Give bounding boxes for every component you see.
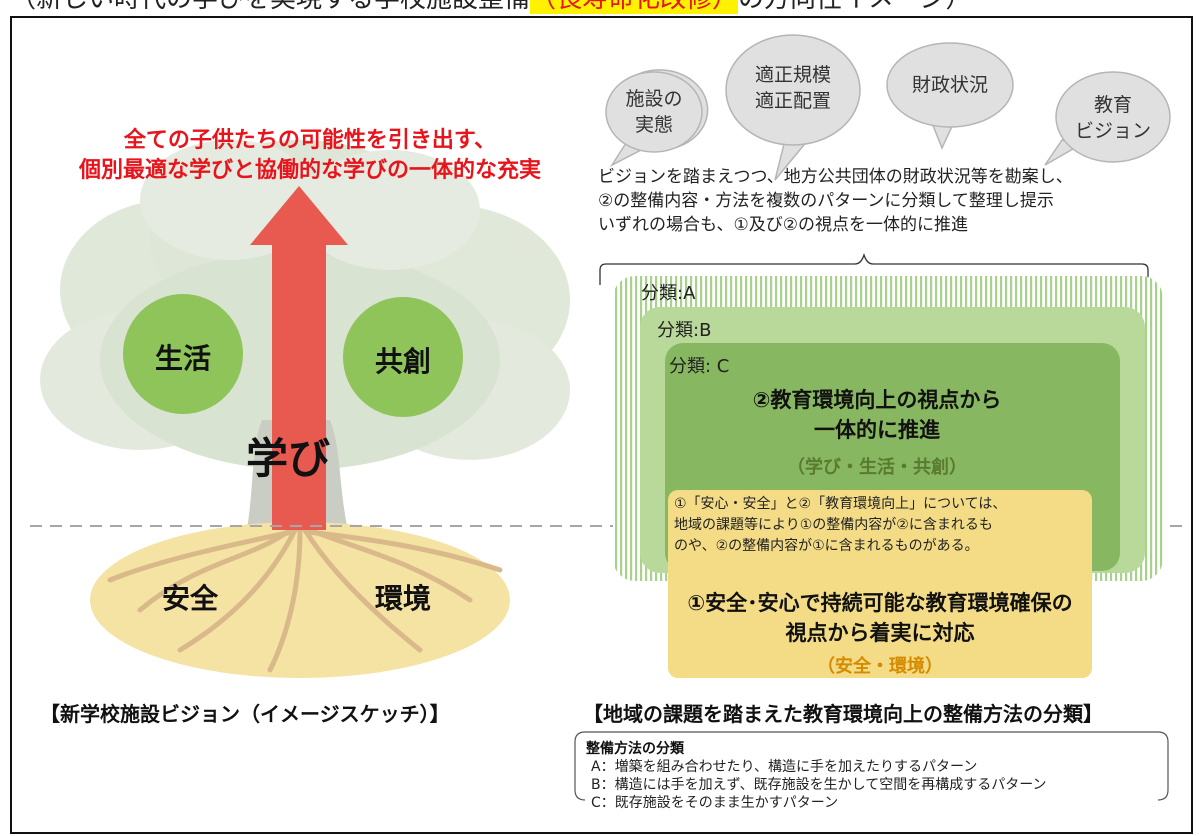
- note-line-3: のや、②の整備内容が①に含まれるものがある。: [674, 538, 979, 554]
- label-manabi: 学び: [246, 434, 331, 483]
- title-prefix: （新しい時代の学びを実現する学校施設整備: [10, 0, 530, 14]
- note-line-2: 地域の課題等により①の整備内容が②に含まれるも: [674, 517, 993, 533]
- edu-env-line-2: 一体的に推進: [814, 418, 940, 442]
- headline-line-1: 全ての子供たちの可能性を引き出す、: [123, 128, 497, 153]
- label-kankyo: 環境: [374, 582, 431, 615]
- bubble-shisetsu: 施設の 実態: [606, 86, 702, 138]
- left-caption: 【新学校施設ビジョン（イメージスケッチ）】: [40, 702, 450, 726]
- class-c-label: 分類: C: [669, 356, 730, 377]
- note-line-1: ①「安心・安全」と②「教育環境向上」については、: [674, 496, 1007, 512]
- roots: [107, 527, 503, 673]
- vision-headline: 全ての子供たちの可能性を引き出す、 個別最適な学びと協働的な学びの一体的な充実: [20, 126, 600, 186]
- legend-bracket: [574, 731, 1169, 801]
- bubble-vision: 教育 ビジョン: [1058, 92, 1168, 144]
- legend-item-a: A：増築を組み合わせたり、構造に手を加えたりするパターン: [591, 759, 978, 775]
- bubble-kibo: 適正規模 適正配置: [728, 62, 858, 114]
- description: ビジョンを踏まえつつ、地方公共団体の財政状況等を勘案し、 ②の整備内容・方法を複…: [598, 165, 1073, 237]
- safety-heading: ①安全･安心で持続可能な教育環境確保の 視点から着実に対応: [668, 588, 1092, 648]
- edu-env-heading: ②教育環境向上の視点から 一体的に推進: [667, 385, 1087, 445]
- legend-item-c: C：既存施設をそのまま生かすパターン: [591, 795, 839, 811]
- label-anzen: 安全: [161, 582, 218, 615]
- content-frame: [10, 16, 1193, 834]
- edu-env-line-1: ②教育環境向上の視点から: [752, 388, 1002, 412]
- circle-kyoso: [343, 297, 463, 417]
- label-kyoso: 共創: [374, 345, 431, 378]
- bubble-kibo-line-1: 適正規模: [754, 64, 831, 86]
- legend-title: 整備方法の分類: [586, 741, 684, 757]
- growth-arrow: [250, 186, 348, 530]
- bubble-shisetsu-line-1: 施設の: [625, 88, 683, 110]
- bubble-vision-line-1: 教育: [1093, 94, 1132, 116]
- speech-bubbles: [605, 34, 1171, 181]
- safety-sub: （安全・環境）: [817, 656, 943, 677]
- description-line-2: ②の整備内容・方法を複数のパターンに分類して整理し提示: [598, 191, 1054, 211]
- bubble-shisetsu-line-2: 実態: [634, 114, 673, 136]
- circle-seikatsu: [123, 294, 243, 414]
- right-caption: 【地域の課題を踏まえた教育環境向上の整備方法の分類】: [583, 702, 1103, 726]
- class-a-label: 分類:A: [641, 283, 696, 304]
- bubble-kibo-line-2: 適正配置: [754, 90, 831, 112]
- edu-env-sub: （学び・生活・共創）: [787, 457, 967, 478]
- title-highlight: （長寿命化改修）: [530, 0, 739, 14]
- overlap-note: ①「安心・安全」と②「教育環境向上」については、 地域の課題等により①の整備内容…: [674, 494, 1084, 557]
- bubble-zaisei: 財政状況: [911, 74, 988, 96]
- safety-box: [668, 490, 1092, 678]
- class-b-label: 分類:B: [657, 320, 712, 341]
- safety-line-2: 視点から着実に対応: [785, 621, 975, 645]
- title-suffix: の方向性イメージ）: [738, 0, 971, 14]
- bracket-brace: [599, 252, 1149, 285]
- headline-line-2: 個別最適な学びと協働的な学びの一体的な充実: [78, 158, 541, 183]
- description-line-3: いずれの場合も、①及び②の視点を一体的に推進: [598, 215, 968, 235]
- description-line-1: ビジョンを踏まえつつ、地方公共団体の財政状況等を勘案し、: [598, 167, 1073, 187]
- label-seikatsu: 生活: [154, 342, 211, 375]
- page-title: （新しい時代の学びを実現する学校施設整備（長寿命化改修）の方向性イメージ）: [10, 0, 1200, 15]
- bubble-vision-line-2: ビジョン: [1074, 120, 1151, 142]
- legend-item-b: B：構造には手を加えず、既存施設を生かして空間を再構成するパターン: [591, 777, 1047, 793]
- safety-line-1: ①安全･安心で持続可能な教育環境確保の: [687, 591, 1073, 615]
